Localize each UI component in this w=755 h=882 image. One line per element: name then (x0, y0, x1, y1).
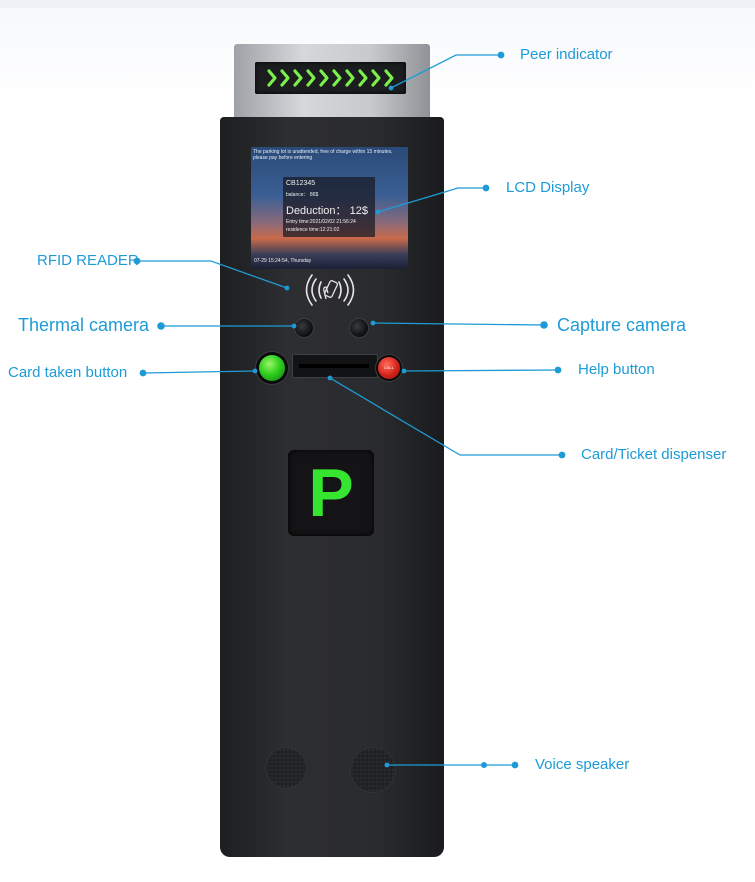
leader-card-taken-button (142, 370, 256, 374)
dot-help-button (554, 366, 562, 374)
screen-info-panel: CB12345 balance： 86$ Deduction： 12$ Entr… (283, 177, 375, 237)
chevron-arrow-icon (371, 69, 381, 87)
chevron-arrow-icon (267, 69, 277, 87)
chevron-arrow-icon (293, 69, 303, 87)
chevron-arrow-icon (319, 69, 329, 87)
chevron-arrow-icon (280, 69, 290, 87)
dot-card-taken-button (139, 369, 147, 377)
dot-peer-indicator (497, 51, 505, 59)
leader-rfid-reader (137, 260, 288, 289)
leader-lcd-display (377, 187, 486, 213)
leader-peer-indicator (390, 54, 501, 89)
help-button[interactable]: CALL (378, 357, 400, 379)
dot-capture-camera (540, 321, 548, 329)
chevron-arrow-icon (267, 69, 394, 87)
parking-sign-letter: P (308, 455, 354, 531)
rfid-contactless-icon (302, 271, 358, 309)
screen-notice: The parking lot is unattended, free of c… (253, 149, 393, 161)
lcd-screen: The parking lot is unattended, free of c… (251, 147, 408, 269)
card-taken-button[interactable] (259, 355, 285, 381)
leader-help-button (403, 369, 559, 372)
screen-plate: CB12345 (286, 180, 316, 187)
screen-residence-time: residence time:12:21:02 (286, 227, 340, 233)
label-capture-camera: Capture camera (557, 315, 687, 335)
chevron-arrow-icon (306, 69, 316, 87)
screen-balance: balance： 86$ (286, 192, 319, 198)
chevron-arrow-icon (332, 69, 342, 87)
label-rfid-reader: RFID READER (37, 252, 139, 269)
label-card-taken-button: Card taken button (8, 364, 128, 381)
dot-voice-speaker (511, 761, 519, 769)
chevron-arrow-icon (345, 69, 355, 87)
capture-camera-lens (349, 318, 369, 338)
chevron-arrow-icon (358, 69, 368, 87)
parking-sign: P (288, 450, 374, 536)
dot-lcd-display (482, 184, 490, 192)
screen-entry-time: Entry time:2021/02/02 21:56:24 (286, 219, 356, 225)
card-ticket-slot[interactable] (292, 354, 378, 378)
label-voice-speaker: Voice speaker (535, 756, 630, 773)
dot-thermal-camera (157, 322, 165, 330)
label-lcd-display: LCD Display (506, 179, 590, 196)
right-speaker-grille (351, 748, 395, 792)
chevron-arrow-icon (384, 69, 394, 87)
screen-footer: 07-29 15:24:54, Thursday (254, 258, 312, 264)
screen-deduction: Deduction： 12$ (286, 205, 368, 217)
leader-card-ticket-dispenser (329, 377, 562, 456)
leader-capture-camera (372, 322, 545, 326)
top-strip (0, 0, 755, 8)
label-help-button: Help button (578, 361, 655, 378)
dot-card-ticket-dispenser (558, 451, 566, 459)
dot-voice-speaker-mid (481, 762, 487, 768)
dot-rfid-reader (133, 257, 141, 265)
label-thermal-camera: Thermal camera (18, 315, 150, 335)
label-card-ticket-dispenser: Card/Ticket dispenser (581, 446, 727, 463)
label-peer-indicator: Peer indicator (520, 46, 613, 63)
left-speaker-grille (266, 748, 306, 788)
peer-indicator-panel (255, 62, 406, 94)
